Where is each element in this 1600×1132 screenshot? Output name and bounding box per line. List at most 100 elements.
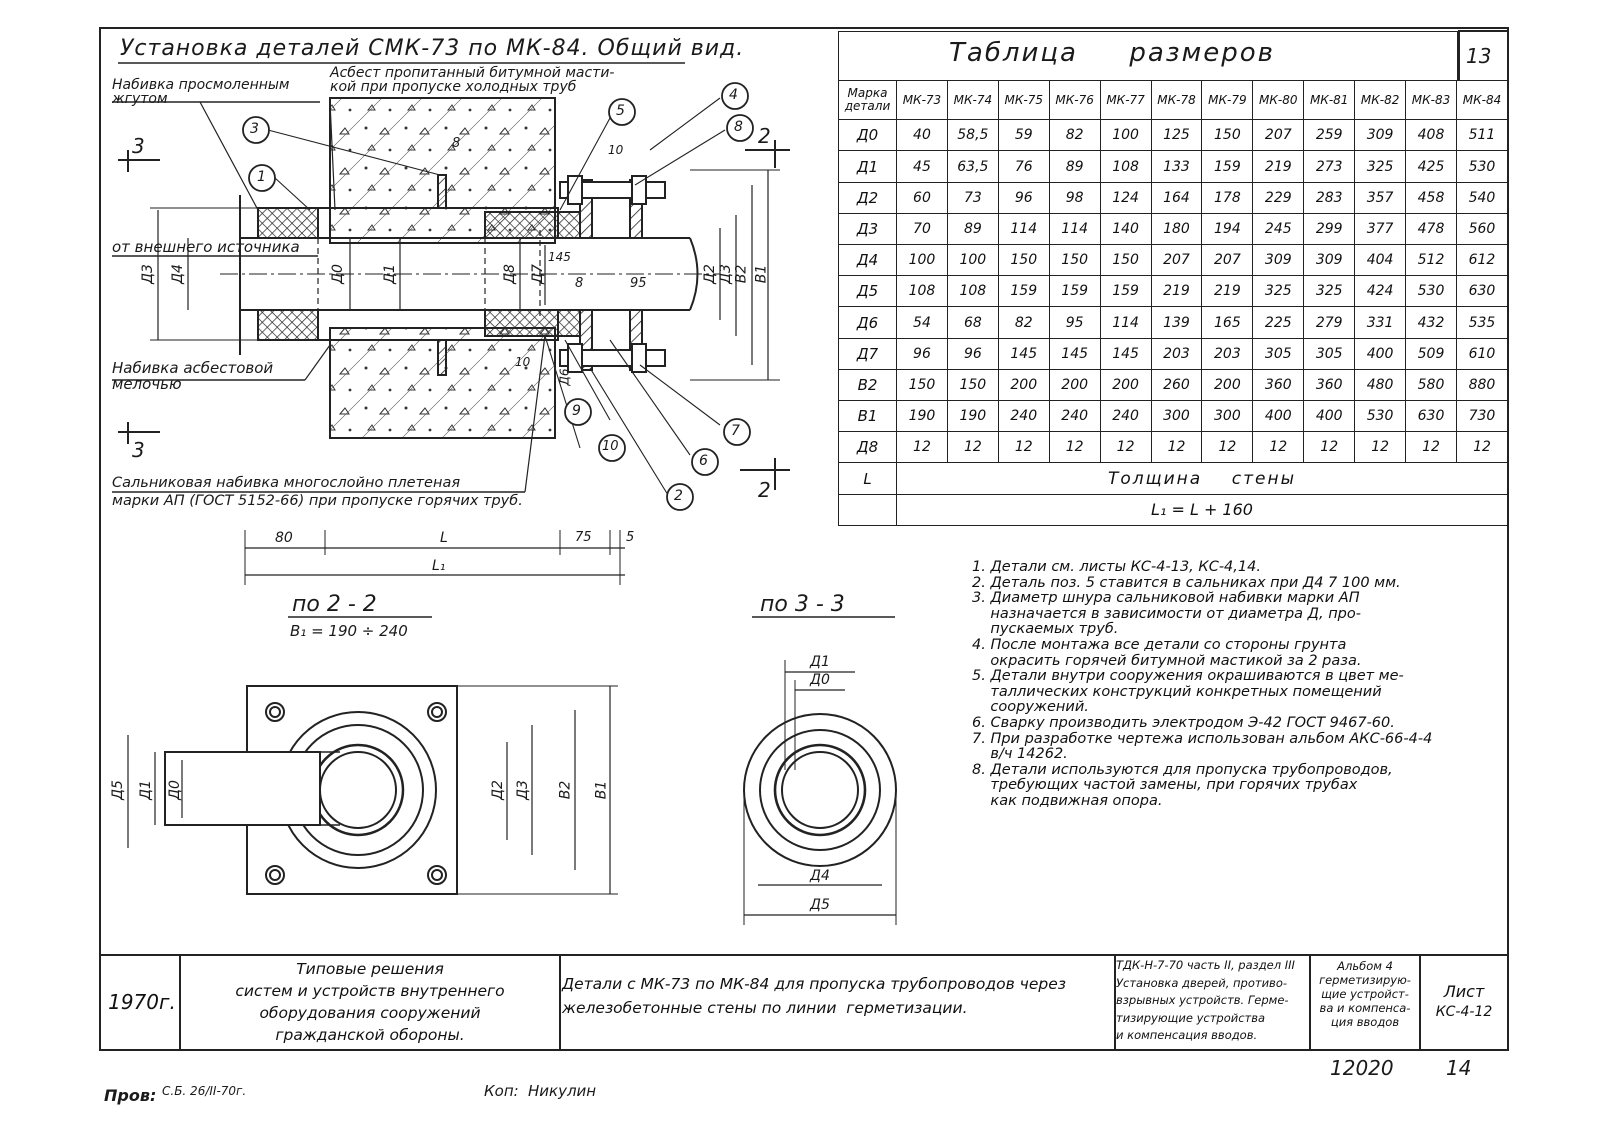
table-column-header: МК-84 xyxy=(1455,79,1509,121)
callout-9-num: 9 xyxy=(572,403,581,419)
table-cell: 40 xyxy=(896,119,948,152)
view33-A1: Д1 xyxy=(810,654,830,670)
section-mark-2-top: 2 xyxy=(758,124,771,148)
callout-circles xyxy=(242,82,754,511)
table-cell: 300 xyxy=(1201,400,1254,433)
table-cell: 89 xyxy=(946,212,999,246)
table-cell: 96 xyxy=(946,337,999,370)
callout-6 xyxy=(691,448,719,476)
table-cell: 612 xyxy=(1455,244,1509,277)
table-cell: 12 xyxy=(1455,431,1509,464)
dim-A8: Д8 xyxy=(501,264,518,284)
view22-B1: В1 xyxy=(593,780,610,800)
table-cell: 630 xyxy=(1405,400,1457,433)
table-cell: 305 xyxy=(1252,337,1305,370)
table-cell: 73 xyxy=(946,181,999,214)
note-item: 8. Детали используются для пропуска труб… xyxy=(972,761,1393,809)
title-block-lines xyxy=(100,30,1508,1050)
table-row-label: L xyxy=(838,462,897,495)
table-cell: 70 xyxy=(896,212,948,246)
table-cell: 125 xyxy=(1150,119,1203,152)
table-column-header: МК-74 xyxy=(946,79,999,121)
callout-8-num: 8 xyxy=(734,119,743,135)
table-cell: 12 xyxy=(997,431,1050,464)
table-cell: 63,5 xyxy=(946,150,999,183)
table-cell: 219 xyxy=(1150,275,1203,308)
table-cell: 12 xyxy=(946,431,999,464)
table-cell: 299 xyxy=(1303,212,1356,246)
table-cell: 95 xyxy=(1048,306,1101,339)
table-cell: 178 xyxy=(1201,181,1254,214)
table-cell: 159 xyxy=(1099,275,1152,308)
table-row-label: Д3 xyxy=(838,212,897,246)
page-number: 14 xyxy=(1446,1056,1472,1080)
view33-A0: Д0 xyxy=(810,672,830,688)
view22-A3: Д3 xyxy=(514,780,531,800)
view22-title: по 2 - 2 xyxy=(292,592,377,617)
table-cell: 12 xyxy=(1150,431,1203,464)
title-block-sheet-label: Лист xyxy=(1443,982,1485,1001)
table-cell: 207 xyxy=(1150,244,1203,277)
table-cell: 159 xyxy=(1201,150,1254,183)
view22-subtitle: В₁ = 190 ÷ 240 xyxy=(290,622,408,640)
label-tar-rope: Набивка просмоленным жгутом xyxy=(112,77,290,107)
checked-signature: С.Б. 26/II-70г. xyxy=(162,1084,247,1098)
table-column-header: МК-83 xyxy=(1405,79,1457,121)
table-cell: 408 xyxy=(1405,119,1457,152)
view33-A4: Д4 xyxy=(810,868,830,884)
table-cell: 225 xyxy=(1252,306,1305,339)
view-2-2 xyxy=(127,616,618,895)
table-cell: 139 xyxy=(1150,306,1203,339)
dim-A3: Д3 xyxy=(717,264,734,284)
copied-signature: Никулин xyxy=(528,1082,597,1100)
table-column-header: МК-78 xyxy=(1150,79,1203,121)
title-block-description: Детали с МК-73 по МК-84 для пропуска тру… xyxy=(562,975,1066,1017)
callout-8 xyxy=(726,114,754,142)
table-cell: 309 xyxy=(1354,119,1407,152)
table-cell: 219 xyxy=(1252,150,1305,183)
table-cell: 259 xyxy=(1303,119,1356,152)
callout-7-num: 7 xyxy=(731,423,740,439)
table-cell: 124 xyxy=(1099,181,1152,214)
table-cell: 309 xyxy=(1252,244,1305,277)
callout-2-num: 2 xyxy=(674,488,683,504)
table-row-label: Д8 xyxy=(838,431,897,464)
table-cell: 96 xyxy=(896,337,948,370)
table-row-label: Д5 xyxy=(838,275,897,308)
title-block-org: Типовые решения систем и устройств внутр… xyxy=(235,960,505,1044)
table-row-label: Д2 xyxy=(838,181,897,214)
table-cell: 12 xyxy=(1099,431,1152,464)
table-cell: 260 xyxy=(1150,368,1203,402)
callout-5 xyxy=(608,98,636,126)
table-cell: 245 xyxy=(1252,212,1305,246)
table-cell: 240 xyxy=(1099,400,1152,433)
table-column-header: МК-76 xyxy=(1048,79,1101,121)
callout-10a xyxy=(598,434,626,462)
label-gland-packing: Сальниковая набивка многослойно плетеная… xyxy=(112,475,523,509)
callout-9 xyxy=(564,398,592,426)
table-cell: 404 xyxy=(1354,244,1407,277)
table-wall-thickness: Толщина стены xyxy=(896,462,1508,495)
table-row-label: Д4 xyxy=(838,244,897,277)
table-cell: 12 xyxy=(1252,431,1305,464)
table-title-box: Таблица размеров xyxy=(838,31,1460,80)
table-cell: 305 xyxy=(1303,337,1356,370)
table-column-header: МК-75 xyxy=(997,79,1050,121)
table-cell: 12 xyxy=(1048,431,1101,464)
document-number: 12020 xyxy=(1330,1056,1394,1080)
copied-label: Коп: xyxy=(484,1082,519,1100)
table-cell: 100 xyxy=(946,244,999,277)
table-cell: 82 xyxy=(997,306,1050,339)
table-cell: 100 xyxy=(896,244,948,277)
drawing-title: Установка деталей СМК-73 по МК-84. Общий… xyxy=(120,36,745,61)
table-cell: 114 xyxy=(1048,212,1101,246)
callout-7 xyxy=(723,418,751,446)
view33-title: по 3 - 3 xyxy=(760,592,845,617)
